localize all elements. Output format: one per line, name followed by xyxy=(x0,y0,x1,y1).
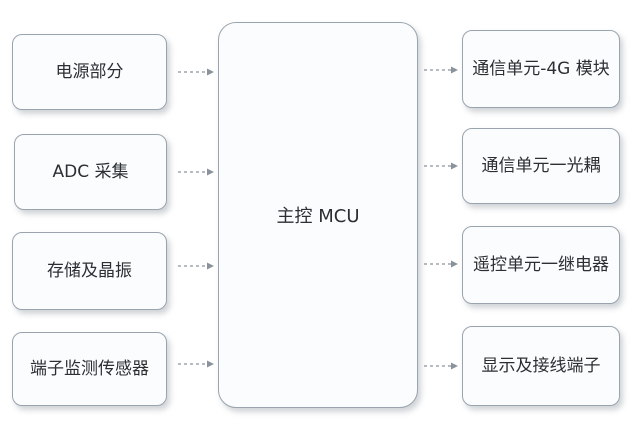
block-mcu: 主控 MCU xyxy=(218,22,418,408)
arrow-right-3 xyxy=(424,260,458,268)
block-storage-oscillator: 存储及晶振 xyxy=(12,232,167,310)
block-remote-relay: 遥控单元一继电器 xyxy=(462,226,620,304)
block-power: 电源部分 xyxy=(12,34,167,110)
block-mcu-label: 主控 MCU xyxy=(276,206,360,227)
arrow-left-3 xyxy=(178,262,214,270)
block-terminal-sensor-label: 端子监测传感器 xyxy=(30,359,149,379)
arrow-right-4 xyxy=(424,362,458,370)
block-power-label: 电源部分 xyxy=(55,62,124,82)
block-comm-4g-label: 通信单元-4G 模块 xyxy=(472,59,610,79)
block-comm-4g: 通信单元-4G 模块 xyxy=(462,30,620,108)
block-comm-optocoupler: 通信单元一光耦 xyxy=(462,128,620,204)
arrow-left-4 xyxy=(178,360,214,368)
block-display-terminal-label: 显示及接线端子 xyxy=(481,356,601,376)
block-remote-relay-label: 遥控单元一继电器 xyxy=(473,255,609,275)
block-terminal-sensor: 端子监测传感器 xyxy=(12,332,167,406)
block-storage-oscillator-label: 存储及晶振 xyxy=(47,261,132,281)
arrow-left-1 xyxy=(178,68,214,76)
block-comm-optocoupler-label: 通信单元一光耦 xyxy=(481,156,601,176)
arrow-right-2 xyxy=(424,162,458,170)
block-adc: ADC 采集 xyxy=(14,134,167,210)
arrow-right-1 xyxy=(424,66,458,74)
arrow-left-2 xyxy=(178,168,214,176)
block-adc-label: ADC 采集 xyxy=(52,162,129,182)
block-display-terminal: 显示及接线端子 xyxy=(462,326,620,406)
